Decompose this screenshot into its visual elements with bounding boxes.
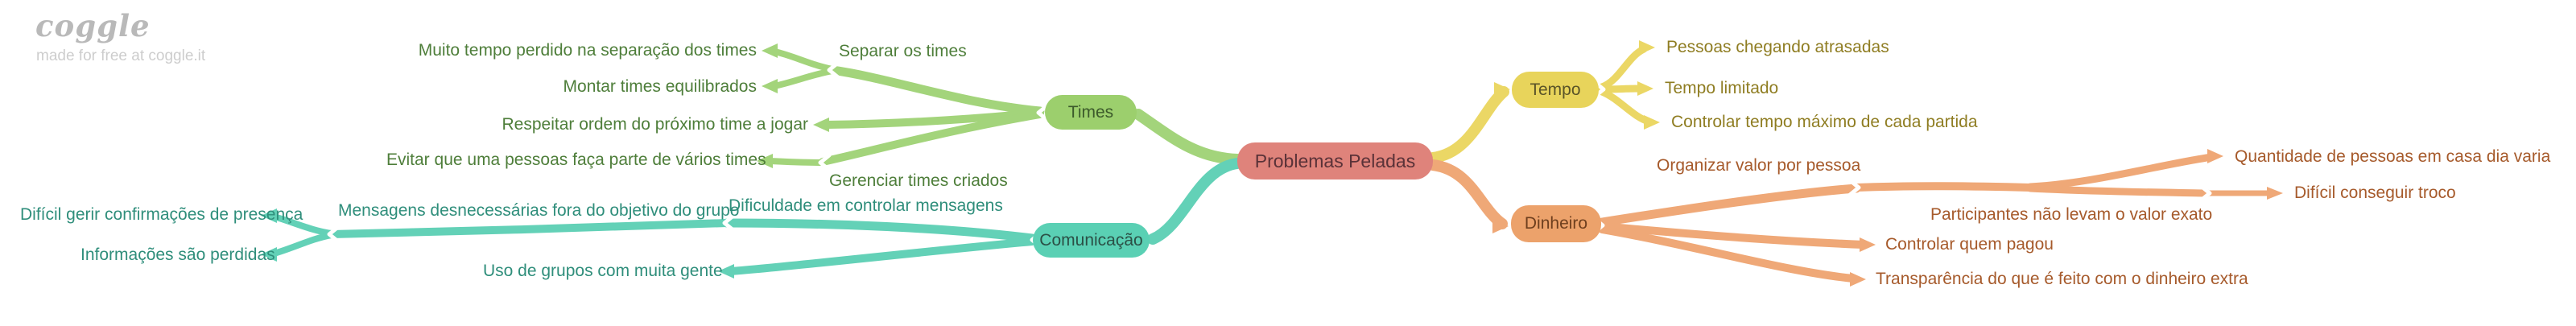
- label-dificil-gerir-presenca[interactable]: Difícil gerir confirmações de presença: [20, 205, 303, 224]
- node-comunicacao[interactable]: Comunicação: [1033, 223, 1150, 258]
- coggle-logo[interactable]: coggle: [35, 8, 151, 43]
- label-dificil-troco[interactable]: Difícil conseguir troco: [2294, 184, 2456, 202]
- node-problemas-peladas[interactable]: Problemas Peladas: [1237, 142, 1433, 180]
- label-participantes-valor-exato[interactable]: Participantes não levam o valor exato: [1930, 205, 2213, 224]
- label-tempo-limitado[interactable]: Tempo limitado: [1665, 79, 1779, 97]
- label-transparencia-dinheiro-extra[interactable]: Transparência do que é feito com o dinhe…: [1876, 270, 2248, 288]
- label-controlar-quem-pagou[interactable]: Controlar quem pagou: [1885, 235, 2054, 254]
- label-montar-times[interactable]: Montar times equilibrados: [563, 77, 757, 96]
- label-separar-os-times[interactable]: Separar os times: [839, 42, 967, 60]
- label-evitar-varios-times[interactable]: Evitar que uma pessoas faça parte de vár…: [386, 151, 766, 169]
- node-dinheiro[interactable]: Dinheiro: [1511, 205, 1601, 242]
- label-controlar-tempo-maximo[interactable]: Controlar tempo máximo de cada partida: [1671, 113, 1978, 131]
- coggle-tagline[interactable]: made for free at coggle.it: [36, 47, 206, 64]
- label-pessoas-atrasadas[interactable]: Pessoas chegando atrasadas: [1666, 38, 1889, 56]
- times-arrow-tips: [757, 43, 829, 168]
- comunicacao-arrow-tips: [261, 208, 734, 279]
- label-quantidade-pessoas[interactable]: Quantidade de pessoas em casa dia varia: [2235, 147, 2551, 166]
- label-respeitar-ordem[interactable]: Respeitar ordem do próximo time a jogar: [502, 115, 808, 134]
- label-gerenciar-times[interactable]: Gerenciar times criados: [829, 171, 1008, 190]
- label-uso-de-grupos[interactable]: Uso de grupos com muita gente: [483, 262, 723, 280]
- label-dificuldade-mensagens[interactable]: Dificuldade em controlar mensagens: [729, 196, 1003, 215]
- dinheiro-arrow-tips: [1492, 149, 2283, 287]
- label-informacoes-perdidas[interactable]: Informações são perdidas: [80, 246, 275, 264]
- node-tempo[interactable]: Tempo: [1512, 72, 1599, 108]
- dinheiro-branch-lines: [1427, 153, 2272, 283]
- tempo-arrow-tips: [1494, 40, 1660, 130]
- label-organizar-valor[interactable]: Organizar valor por pessoa: [1657, 156, 1861, 175]
- comunicacao-branch-lines: [270, 158, 1243, 275]
- times-branch-lines: [766, 48, 1243, 166]
- label-mensagens-desnecessarias[interactable]: Mensagens desnecessárias fora do objetiv…: [338, 201, 740, 220]
- node-times[interactable]: Times: [1045, 95, 1137, 130]
- label-muito-tempo-perdido[interactable]: Muito tempo perdido na separação dos tim…: [418, 41, 757, 60]
